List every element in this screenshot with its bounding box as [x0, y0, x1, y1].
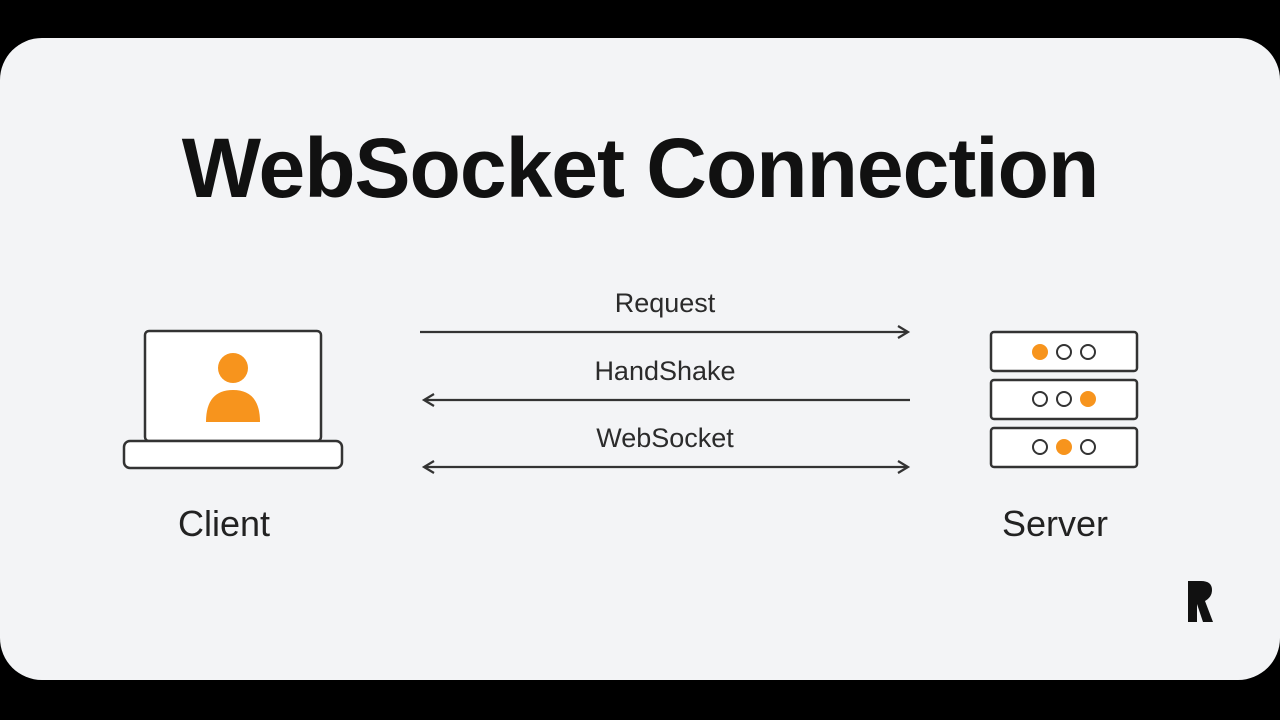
laptop-user-icon [122, 329, 344, 470]
diagram-card: WebSocket Connection [0, 38, 1280, 680]
handshake-label: HandShake [594, 356, 736, 386]
server-rack-icon [989, 330, 1139, 469]
server-unit [989, 426, 1139, 469]
r-logo-icon [1188, 581, 1213, 622]
diagram-title: WebSocket Connection [181, 121, 1100, 215]
websocket-label: WebSocket [596, 423, 734, 453]
server-unit [989, 330, 1139, 373]
user-icon [206, 353, 260, 422]
diagram-canvas [122, 325, 1213, 622]
server-label: Server [1002, 503, 1109, 544]
server-unit [989, 378, 1139, 421]
client-label: Client [178, 503, 271, 544]
request-label: Request [614, 288, 716, 318]
